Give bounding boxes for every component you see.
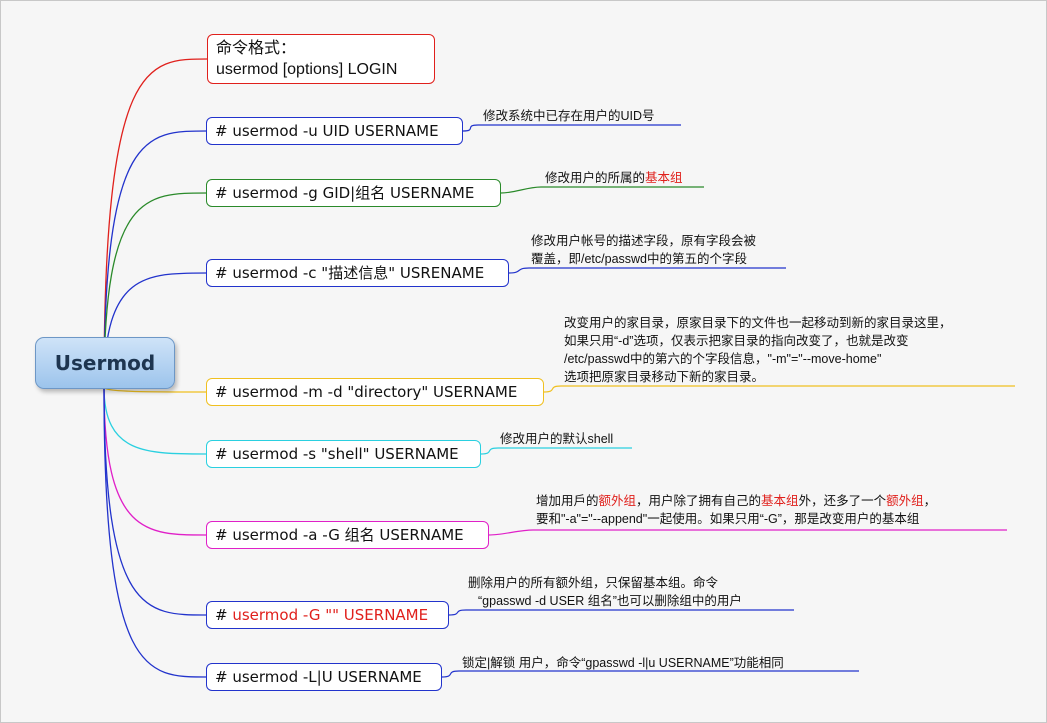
desc-highlight: 基本组 bbox=[761, 494, 799, 508]
format-node[interactable]: 命令格式： usermod [options] LOGIN bbox=[207, 34, 435, 84]
desc-line: “gpasswd -d USER 组名”也可以删除组中的用户 bbox=[478, 594, 742, 608]
desc-line: 修改系统中已存在用户的UID号 bbox=[483, 109, 655, 123]
desc-text: 增加用戶的 bbox=[536, 494, 599, 508]
desc-gid: 修改用户的所属的基本组 bbox=[545, 169, 683, 187]
desc-line: 改变用户的家目录，原家目录下的文件也一起移动到新的家目录这里， bbox=[564, 316, 952, 330]
desc-line: 修改用户帐号的描述字段，原有字段会被 bbox=[531, 234, 757, 248]
desc-line: 选项把原家目录移动下新的家目录。 bbox=[564, 370, 765, 384]
format-line-2: usermod [options] LOGIN bbox=[216, 61, 398, 78]
desc-lock: 锁定|解锁 用户，命令“gpasswd -l|u USERNAME”功能相同 bbox=[462, 654, 784, 672]
connector-n8 bbox=[103, 386, 207, 678]
desc-text: ， bbox=[923, 494, 937, 508]
command-node-gid[interactable]: # usermod -g GID|组名 USERNAME bbox=[206, 179, 501, 207]
format-line-1: 命令格式： bbox=[216, 40, 297, 57]
command-node-lock[interactable]: # usermod -L|U USERNAME bbox=[206, 663, 442, 691]
connector-n1 bbox=[103, 130, 207, 388]
desc-underline-n6 bbox=[488, 529, 1007, 536]
command-red-text: usermod -G "" USERNAME bbox=[232, 606, 429, 624]
desc-text: ，用户除了拥有自己的 bbox=[636, 494, 762, 508]
connector-n2 bbox=[103, 192, 207, 388]
desc-line: 要和"-a"="--append"一起使用。如果只用“-G”，那是改变用户的基本… bbox=[536, 512, 920, 526]
desc-line: 覆盖，即/etc/passwd中的第五的个字段 bbox=[531, 252, 748, 266]
desc-highlight: 额外组 bbox=[598, 494, 637, 508]
desc-underline-n8 bbox=[441, 670, 859, 678]
desc-underline-n2 bbox=[500, 186, 704, 194]
desc-line: 删除用户的所有额外组，只保留基本组。命令 bbox=[468, 576, 719, 590]
desc-underline-n1 bbox=[462, 124, 681, 132]
desc-line: 锁定|解锁 用户，命令“gpasswd -l|u USERNAME”功能相同 bbox=[462, 656, 784, 670]
root-node[interactable]: Usermod bbox=[35, 337, 175, 389]
command-node-move-home[interactable]: # usermod -m -d "directory" USERNAME bbox=[206, 378, 544, 406]
desc-underline-n5 bbox=[480, 447, 632, 455]
desc-text: 修改用户的所属的 bbox=[545, 171, 646, 185]
desc-underline-n4 bbox=[543, 385, 1015, 393]
desc-highlight: 基本组 bbox=[645, 171, 683, 185]
desc-remove-groups: 删除用户的所有额外组，只保留基本组。命令 “gpasswd -d USER 组名… bbox=[468, 574, 742, 610]
command-prefix: # bbox=[215, 606, 233, 624]
desc-line: 修改用户的默认shell bbox=[500, 432, 614, 446]
desc-underline-n7 bbox=[448, 609, 794, 616]
connector-n0 bbox=[103, 58, 208, 388]
desc-uid: 修改系统中已存在用户的UID号 bbox=[483, 107, 655, 125]
connector-n5 bbox=[103, 386, 207, 455]
desc-line: 如果只用“-d”选项，仅表示把家目录的指向改变了，也就是改变 bbox=[564, 334, 909, 348]
command-node-append-group[interactable]: # usermod -a -G 组名 USERNAME bbox=[206, 521, 489, 549]
desc-comment: 修改用户帐号的描述字段，原有字段会被 覆盖，即/etc/passwd中的第五的个… bbox=[531, 232, 756, 268]
command-node-comment[interactable]: # usermod -c "描述信息" USRENAME bbox=[206, 259, 509, 287]
desc-underline-n3 bbox=[508, 267, 786, 274]
desc-line: 增加用戶的额外组，用户除了拥有自己的基本组外，还多了一个额外组， bbox=[536, 492, 936, 510]
desc-line: /etc/passwd中的第六的个字段信息，"-m"="--move-home" bbox=[564, 352, 882, 366]
desc-append-group: 增加用戶的额外组，用户除了拥有自己的基本组外，还多了一个额外组， 要和"-a"=… bbox=[536, 492, 936, 528]
desc-shell: 修改用户的默认shell bbox=[500, 430, 613, 448]
desc-move-home: 改变用户的家目录，原家目录下的文件也一起移动到新的家目录这里， 如果只用“-d”… bbox=[564, 314, 952, 386]
connector-n6 bbox=[103, 386, 207, 536]
desc-text: 外，还多了一个 bbox=[798, 494, 887, 508]
command-node-uid[interactable]: # usermod -u UID USERNAME bbox=[206, 117, 463, 145]
command-node-shell[interactable]: # usermod -s "shell" USERNAME bbox=[206, 440, 481, 468]
desc-highlight: 额外组 bbox=[886, 494, 924, 508]
command-node-remove-groups[interactable]: # usermod -G "" USERNAME bbox=[206, 601, 449, 629]
connector-n7 bbox=[103, 386, 207, 616]
